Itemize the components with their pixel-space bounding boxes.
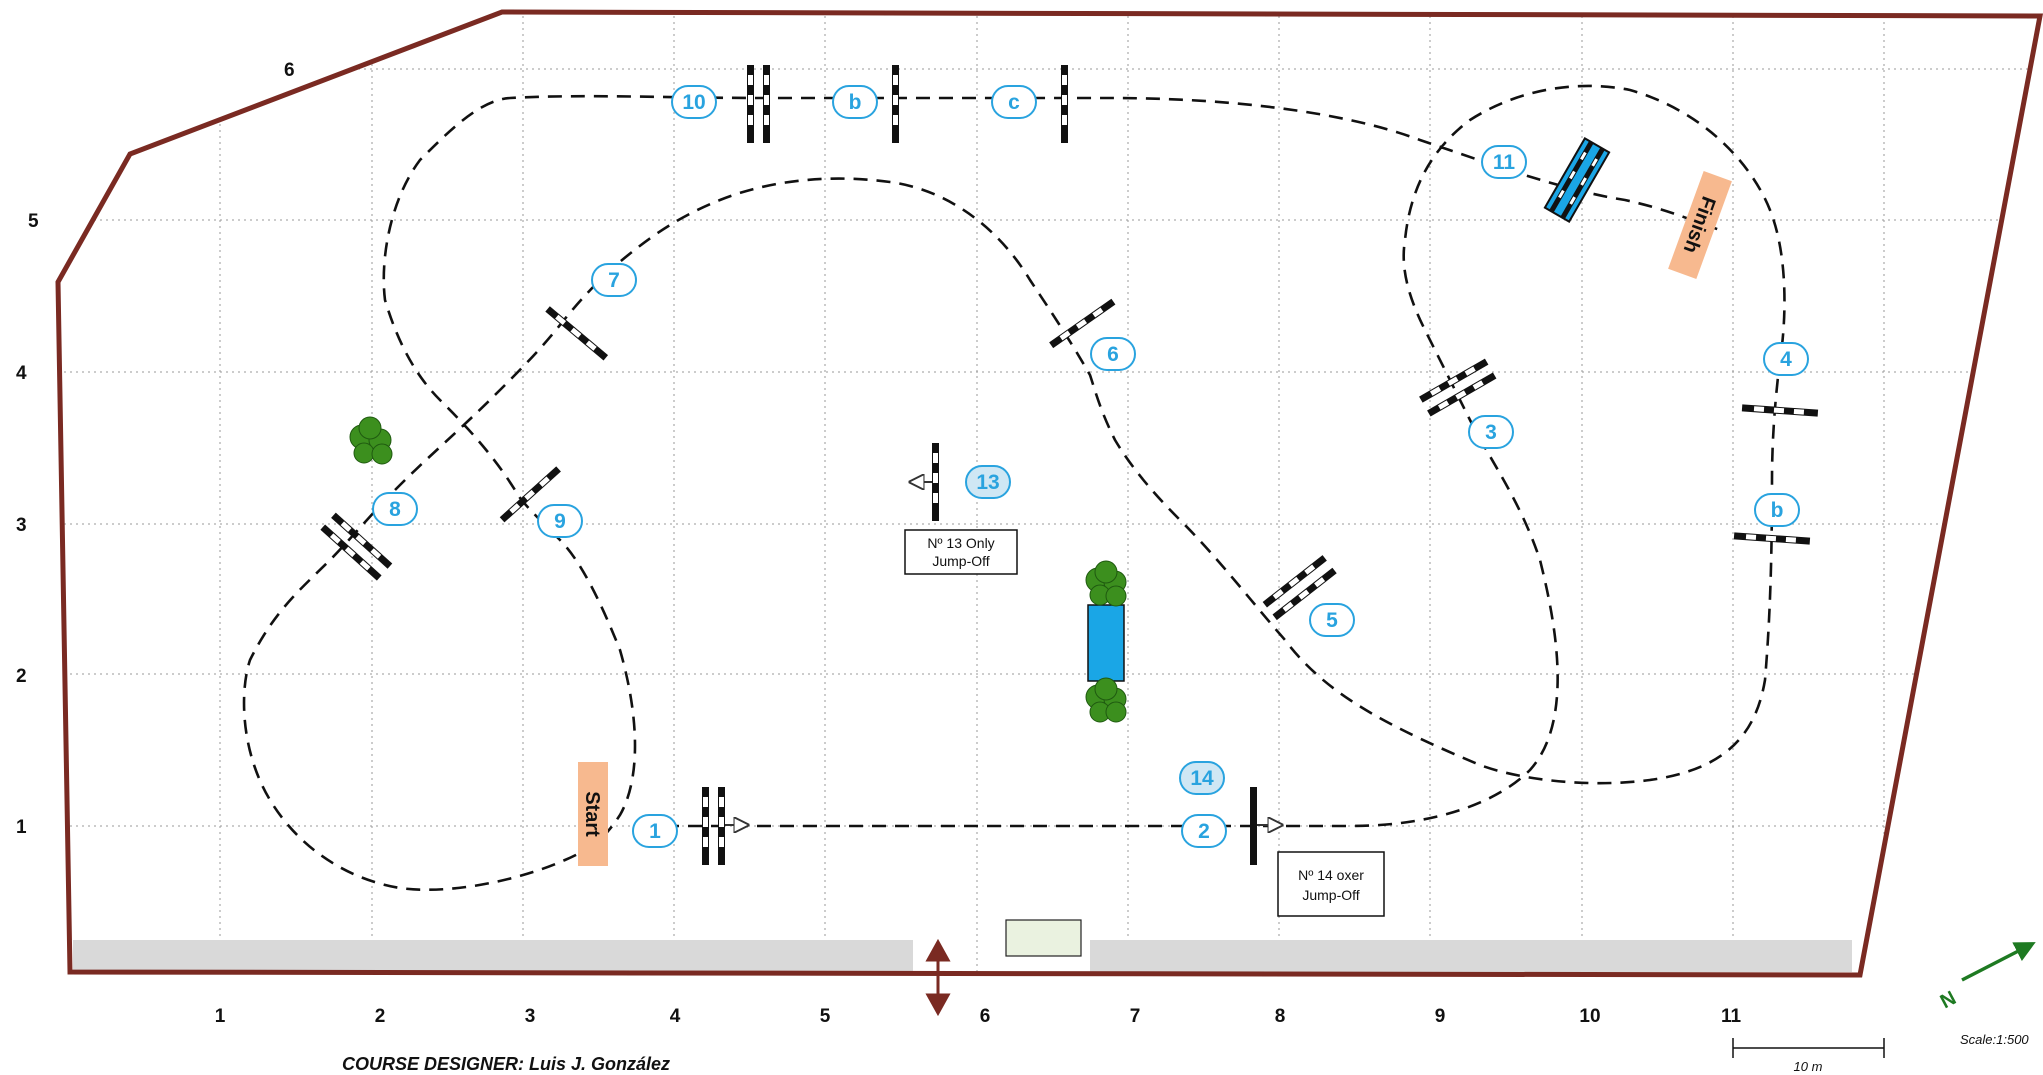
fence-7-obstacle: [545, 306, 609, 361]
row-label: 1: [16, 817, 27, 838]
col-label: 2: [375, 1006, 386, 1027]
fence-6-obstacle: [1049, 298, 1116, 349]
fence-1-obstacle: [702, 787, 748, 865]
north-arrow-icon: N: [1937, 942, 2036, 1013]
fence-label-8: 8: [372, 492, 418, 526]
svg-text:Nº 13 Only: Nº 13 Only: [927, 535, 994, 551]
fence-label-4: 4: [1763, 342, 1809, 376]
svg-text:N: N: [1937, 987, 1960, 1013]
col-label: 10: [1579, 1006, 1600, 1027]
fence-13-obstacle: [910, 443, 939, 521]
fence-label-4b: b: [1754, 493, 1800, 527]
svg-text:2: 2: [1198, 820, 1210, 843]
fence-label-13: 13: [965, 465, 1011, 499]
fence-4-obstacle: [1741, 404, 1819, 417]
col-label: 11: [1721, 1006, 1742, 1027]
fence-label-10: 10: [671, 85, 717, 119]
fence-8-obstacle: [320, 512, 393, 581]
svg-text:13: 13: [976, 471, 999, 494]
svg-text:14: 14: [1190, 767, 1214, 790]
svg-text:10: 10: [682, 91, 705, 114]
entrance-arrow-icon: [925, 938, 951, 1017]
fence-11-obstacle: [1543, 136, 1611, 224]
svg-text:7: 7: [608, 269, 620, 292]
arena-border: [55, 9, 2043, 978]
course-route: [242, 84, 1786, 892]
col-label: 3: [525, 1006, 536, 1027]
col-label: 7: [1130, 1006, 1141, 1027]
start-label: Start: [581, 791, 603, 837]
svg-text:c: c: [1008, 91, 1020, 114]
start-marker: [578, 762, 608, 866]
fence-label-3: 3: [1468, 415, 1514, 449]
course-designer: COURSE DESIGNER: Luis J. González: [342, 1054, 670, 1074]
judges-box: [1005, 919, 1082, 957]
svg-text:Jump-Off: Jump-Off: [1302, 887, 1359, 903]
svg-text:8: 8: [389, 498, 401, 521]
fence-label-14: 14: [1179, 761, 1225, 795]
svg-text:b: b: [849, 91, 862, 114]
arena-wall-right: [1090, 940, 1852, 972]
bush-icon: [349, 416, 393, 465]
fence-label-1: 1: [632, 814, 678, 848]
fence-label-11: 11: [1481, 145, 1527, 179]
svg-text:11: 11: [1493, 151, 1516, 174]
fence-label-6: 6: [1090, 337, 1136, 371]
svg-text:6: 6: [1107, 343, 1119, 366]
scale-bar: [1732, 1038, 1885, 1058]
fence-5-obstacle: [1262, 555, 1337, 621]
row-label: 4: [16, 363, 27, 384]
col-label: 9: [1435, 1006, 1446, 1027]
fence-14-obstacle: [1250, 787, 1257, 865]
fence-4b-obstacle: [1733, 532, 1811, 545]
finish-marker: [1668, 171, 1732, 279]
fence-label-10b: b: [832, 85, 878, 119]
row-label-top: 6: [284, 60, 295, 81]
svg-text:b: b: [1771, 499, 1784, 522]
arena-wall-left: [73, 940, 913, 972]
svg-text:4: 4: [1780, 348, 1792, 371]
row-label: 2: [16, 666, 27, 687]
note-13-jumpoff: Nº 13 Only Jump-Off: [904, 529, 1018, 575]
fence-label-2: 2: [1181, 814, 1227, 848]
fence-10-obstacle: [747, 65, 770, 143]
fence-9-obstacle: [499, 466, 561, 523]
col-label: 5: [820, 1006, 831, 1027]
svg-text:Nº 14 oxer: Nº 14 oxer: [1298, 867, 1364, 883]
fence-label-5: 5: [1309, 603, 1355, 637]
fence-label-9: 9: [537, 504, 583, 538]
col-label: 6: [980, 1006, 991, 1027]
col-label: 8: [1275, 1006, 1286, 1027]
arena-grid: [58, 12, 2040, 975]
fence-label-10c: c: [991, 85, 1037, 119]
bush-icon: [1085, 560, 1127, 607]
col-label: 1: [215, 1006, 226, 1027]
scale-label: Scale:1:500: [1960, 1032, 2029, 1047]
row-label: 5: [28, 211, 39, 232]
bush-icon: [1085, 677, 1127, 723]
row-label: 3: [16, 515, 27, 536]
svg-text:9: 9: [554, 510, 566, 533]
note-14-jumpoff: Nº 14 oxer Jump-Off: [1277, 851, 1385, 917]
fence-10b-obstacle: [892, 65, 899, 143]
col-label: 4: [670, 1006, 681, 1027]
water-jump: [1087, 604, 1125, 682]
scale-bar-label: 10 m: [1794, 1059, 1823, 1074]
svg-text:1: 1: [649, 820, 661, 843]
svg-text:5: 5: [1326, 609, 1338, 632]
fence-3-obstacle: [1419, 358, 1497, 417]
svg-text:3: 3: [1485, 421, 1497, 444]
fence-label-7: 7: [591, 263, 637, 297]
svg-text:Jump-Off: Jump-Off: [932, 553, 989, 569]
fence-10c-obstacle: [1061, 65, 1068, 143]
